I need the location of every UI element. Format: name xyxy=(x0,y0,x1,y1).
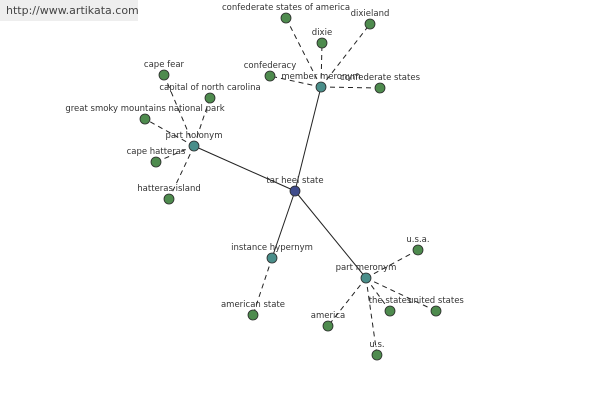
leaf-node-the-states-dot[interactable] xyxy=(384,305,396,317)
leaf-node-the-states-label: the states xyxy=(369,296,412,306)
root-node-tar-heel-state-label: tar heel state xyxy=(266,176,323,186)
leaf-node-cape-hatteras-label: cape hatteras xyxy=(127,147,186,157)
leaf-node-dixieland[interactable]: dixieland xyxy=(351,9,390,30)
relation-node-instance-hypernym[interactable]: instance hypernym xyxy=(231,243,313,264)
relation-node-part-meronym-dot[interactable] xyxy=(360,272,372,284)
edge-member-meronym-to-confederate-states-of-america xyxy=(285,17,322,88)
leaf-node-dixieland-dot[interactable] xyxy=(364,18,376,30)
edge-member-meronym-to-dixieland xyxy=(320,23,371,88)
relation-node-member-meronym-label: member meronym xyxy=(281,72,360,82)
edge-part-holonym-to-cape-hatteras xyxy=(155,145,195,163)
leaf-node-confederate-states-of-america[interactable]: confederate states of america xyxy=(222,3,350,24)
leaf-node-great-smoky-mountains-national-park-dot[interactable] xyxy=(139,113,151,125)
relation-node-part-meronym[interactable]: part meronym xyxy=(336,263,397,284)
leaf-node-cape-fear-label: cape fear xyxy=(144,60,185,70)
leaf-node-cape-fear[interactable]: cape fear xyxy=(144,60,185,81)
leaf-node-confederate-states[interactable]: confederate states xyxy=(340,73,421,94)
leaf-node-united-states-dot[interactable] xyxy=(430,305,442,317)
graph-edges xyxy=(144,17,437,356)
leaf-node-u-s-a[interactable]: u.s.a. xyxy=(406,235,430,256)
root-node-tar-heel-state[interactable]: tar heel state xyxy=(266,176,324,197)
leaf-node-hatteras-island[interactable]: hatteras island xyxy=(137,184,201,205)
relation-node-part-holonym[interactable]: part holonym xyxy=(166,131,223,152)
edge-part-holonym-to-great-smoky-mountains-national-park xyxy=(144,118,195,147)
leaf-node-dixie-dot[interactable] xyxy=(316,37,328,49)
leaf-node-dixie[interactable]: dixie xyxy=(312,28,332,49)
edge-part-meronym-to-u-s xyxy=(365,277,378,356)
leaf-node-america[interactable]: america xyxy=(311,311,345,332)
relation-node-part-meronym-label: part meronym xyxy=(336,263,397,273)
leaf-node-cape-fear-dot[interactable] xyxy=(158,69,170,81)
leaf-node-confederate-states-dot[interactable] xyxy=(374,82,386,94)
edge-root-to-part-meronym xyxy=(294,190,367,279)
relation-node-part-holonym-dot[interactable] xyxy=(188,140,200,152)
edge-root-to-instance-hypernym xyxy=(271,190,296,259)
leaf-node-great-smoky-mountains-national-park[interactable]: great smoky mountains national park xyxy=(65,104,225,125)
leaf-node-hatteras-island-label: hatteras island xyxy=(137,184,200,194)
edge-part-meronym-to-america xyxy=(327,277,367,327)
leaf-node-confederacy-label: confederacy xyxy=(244,61,297,71)
leaf-node-confederacy-dot[interactable] xyxy=(264,70,276,82)
leaf-node-the-states[interactable]: the states xyxy=(369,296,412,317)
leaf-node-u-s-a-label: u.s.a. xyxy=(406,235,429,245)
leaf-node-america-dot[interactable] xyxy=(322,320,334,332)
edge-part-holonym-to-cape-fear xyxy=(163,74,195,147)
leaf-node-american-state-label: american state xyxy=(221,300,285,310)
relation-node-member-meronym[interactable]: member meronym xyxy=(281,72,361,93)
leaf-node-american-state[interactable]: american state xyxy=(221,300,285,321)
edge-instance-hypernym-to-american-state xyxy=(252,257,273,316)
root-node-tar-heel-state-dot[interactable] xyxy=(289,185,301,197)
edge-root-to-part-holonym xyxy=(193,145,296,192)
relation-node-instance-hypernym-dot[interactable] xyxy=(266,252,278,264)
leaf-node-cape-hatteras[interactable]: cape hatteras xyxy=(127,147,186,168)
leaf-node-confederate-states-label: confederate states xyxy=(340,73,421,83)
leaf-node-great-smoky-mountains-national-park-label: great smoky mountains national park xyxy=(65,104,224,114)
leaf-node-capital-of-north-carolina-dot[interactable] xyxy=(204,92,216,104)
leaf-node-confederate-states-of-america-dot[interactable] xyxy=(280,12,292,24)
leaf-node-dixieland-label: dixieland xyxy=(351,9,390,19)
leaf-node-confederate-states-of-america-label: confederate states of america xyxy=(222,3,350,13)
leaf-node-united-states[interactable]: united states xyxy=(408,296,464,317)
relation-node-member-meronym-dot[interactable] xyxy=(315,81,327,93)
leaf-node-american-state-dot[interactable] xyxy=(247,309,259,321)
source-url-banner[interactable]: http://www.artikata.com xyxy=(0,0,139,21)
leaf-node-capital-of-north-carolina-label: capital of north carolina xyxy=(159,83,260,93)
leaf-node-dixie-label: dixie xyxy=(312,28,332,38)
relation-node-part-holonym-label: part holonym xyxy=(166,131,223,141)
leaf-node-u-s-dot[interactable] xyxy=(371,349,383,361)
leaf-node-cape-hatteras-dot[interactable] xyxy=(150,156,162,168)
leaf-node-u-s-label: u.s. xyxy=(369,340,384,350)
leaf-node-united-states-label: united states xyxy=(408,296,464,306)
leaf-node-u-s-a-dot[interactable] xyxy=(412,244,424,256)
edge-member-meronym-to-confederate-states xyxy=(320,86,381,89)
leaf-node-u-s[interactable]: u.s. xyxy=(369,340,385,361)
leaf-node-america-label: america xyxy=(311,311,345,321)
edge-member-meronym-to-dixie xyxy=(320,42,323,88)
leaf-node-hatteras-island-dot[interactable] xyxy=(163,193,175,205)
relation-node-instance-hypernym-label: instance hypernym xyxy=(231,243,313,253)
leaf-node-confederacy[interactable]: confederacy xyxy=(244,61,297,82)
edge-part-meronym-to-united-states xyxy=(365,277,437,312)
leaf-node-capital-of-north-carolina[interactable]: capital of north carolina xyxy=(159,83,261,104)
edge-part-meronym-to-u-s-a xyxy=(365,249,419,279)
edge-part-holonym-to-hatteras-island xyxy=(168,145,195,200)
edge-part-meronym-to-the-states xyxy=(365,277,391,312)
edge-root-to-member-meronym xyxy=(294,86,322,192)
